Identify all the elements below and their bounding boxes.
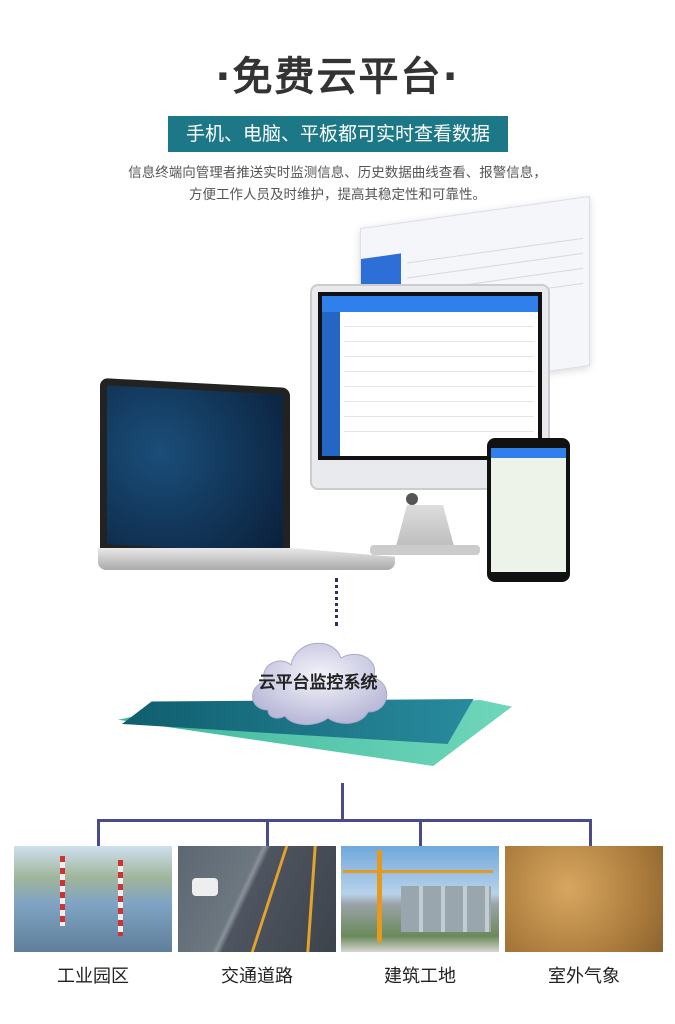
cloud-icon bbox=[252, 642, 388, 725]
banner: 手机、电脑、平板都可实时查看数据 bbox=[168, 116, 508, 152]
connection-dotted-line bbox=[335, 578, 338, 626]
tree-branch bbox=[98, 819, 592, 822]
phone bbox=[487, 438, 570, 582]
construction-site-photo bbox=[341, 846, 499, 952]
outdoor-weather-photo bbox=[505, 846, 663, 952]
scenario-label: 工业园区 bbox=[57, 966, 129, 987]
scenario-label: 建筑工地 bbox=[384, 966, 456, 987]
monitor-stand bbox=[395, 505, 455, 550]
industrial-park-photo bbox=[14, 846, 172, 952]
tree-drop bbox=[419, 819, 422, 846]
apple-logo-icon bbox=[406, 493, 418, 505]
page-title: ·免费云平台· bbox=[215, 54, 460, 100]
tree-trunk bbox=[341, 783, 344, 821]
traffic-road-photo bbox=[178, 846, 336, 952]
tree-drop bbox=[589, 819, 592, 846]
scenario-label: 室外气象 bbox=[548, 966, 620, 987]
laptop-base bbox=[98, 548, 395, 570]
laptop bbox=[100, 378, 290, 560]
cloud-label: 云平台监控系统 bbox=[258, 673, 378, 693]
tree-drop bbox=[266, 819, 269, 846]
tree-drop bbox=[97, 819, 100, 846]
description-line-1: 信息终端向管理者推送实时监测信息、历史数据曲线查看、报警信息， bbox=[128, 165, 547, 181]
description-line-2: 方便工作人员及时维护，提高其稳定性和可靠性。 bbox=[189, 187, 486, 203]
monitor-base bbox=[370, 545, 480, 555]
scenario-label: 交通道路 bbox=[221, 966, 293, 987]
